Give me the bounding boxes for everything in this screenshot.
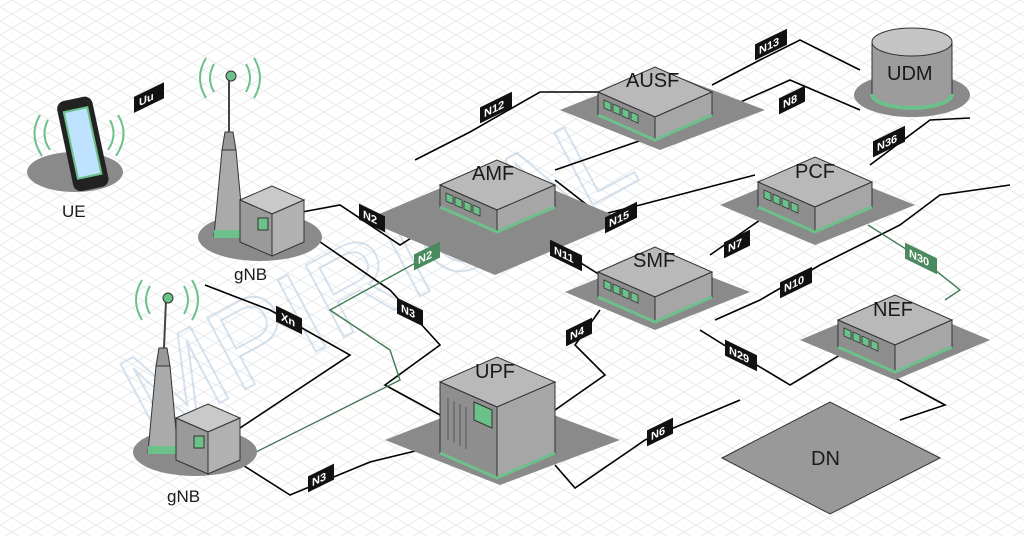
port-row-icon [763,189,799,214]
gnb-1-label: gNB [234,265,267,284]
tag-n8: N8 [779,85,805,115]
link-n36 [869,117,971,166]
link-n8 [554,79,861,171]
dn-label: DN [811,448,840,470]
udm-node: UDM [870,27,954,110]
dn-node: DN [720,401,942,515]
gnb-2-node: gNB [135,279,242,506]
nef-node: NEF [836,294,954,374]
upf-label: UPF [475,361,515,383]
gnb-2-label: gNB [167,487,200,506]
tag-uu: Uu [134,82,164,113]
link-n29 [699,329,841,386]
tag-n7: N7 [724,229,750,259]
ue-node: UE [33,96,125,221]
link-n6 [554,399,741,490]
amf-node: AMF [438,159,557,234]
port-row-icon [843,327,879,352]
vent-icon [447,398,467,449]
data-network-plane [720,401,942,515]
tag-n4: N4 [566,317,592,347]
tag-n2-top: N2 [359,203,385,233]
smf-node: SMF [596,246,714,324]
gnb-1-node: gNB [199,57,306,284]
server-box-icon [174,403,242,475]
smartphone-icon [57,96,109,192]
tag-n2-green: N2 [414,241,440,271]
link-nef-dn [879,369,948,421]
tag-n6: N6 [647,417,673,447]
interface-tags: Uu N2 N2 Xn N3 N3 N12 [134,28,937,493]
antenna-tower-icon [135,279,199,454]
link-n3-top [309,234,442,416]
ue-signal-icon [33,114,125,157]
antenna-tower-icon [199,57,261,238]
port-row-icon [445,192,481,217]
status-panel-icon [473,401,493,429]
amf-label: AMF [472,163,514,185]
upf-node: UPF [438,356,557,480]
server-box-icon [238,185,306,257]
port-row-icon [603,279,639,304]
database-cylinder-icon [870,27,954,110]
link-n12 [414,91,600,161]
ue-label: UE [62,202,86,221]
ausf-label: AUSF [626,70,679,92]
pcf-node: PCF [756,156,874,234]
pcf-label: PCF [795,161,835,183]
smf-label: SMF [633,250,675,272]
nef-label: NEF [873,299,913,321]
tag-n3-bottom: N3 [308,463,334,493]
port-row-icon [603,99,639,124]
tag-xn: Xn [276,305,302,335]
link-n10 [714,184,1011,321]
link-xn [204,284,352,429]
ausf-node: AUSF [596,66,714,142]
link-n13 [711,39,861,86]
tag-n3-top: N3 [397,297,423,327]
udm-label: UDM [887,63,933,85]
link-n30 [867,224,962,301]
